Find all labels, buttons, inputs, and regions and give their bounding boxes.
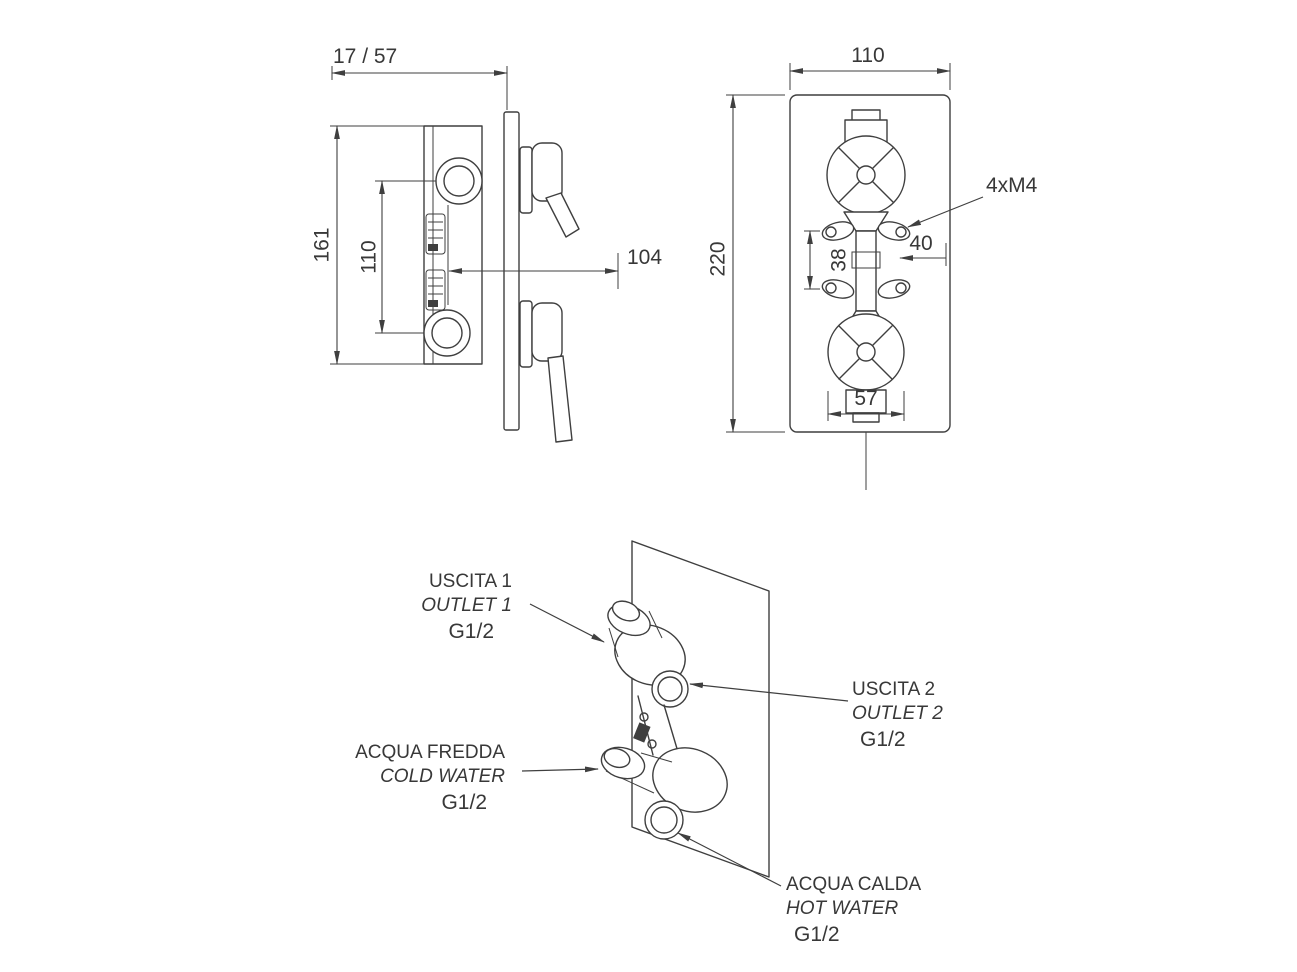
cold-water-label-it: ACQUA FREDDA <box>355 742 505 763</box>
side-view-dimensions: 17 / 57 161 110 104 <box>311 45 662 365</box>
dim-port-centers-label: 110 <box>358 240 381 273</box>
cartridge-top <box>425 213 446 255</box>
hot-inlet-port-inner <box>650 806 678 834</box>
dim-screw-spacing-label: 38 <box>828 248 851 271</box>
dim-plate-width-label: 110 <box>851 44 884 67</box>
cold-water-label-en: COLD WATER <box>380 766 505 787</box>
knob-bottom <box>827 313 905 423</box>
screw-ear-bottom-left <box>821 279 855 299</box>
dim-screw-offset-label: 40 <box>909 232 932 255</box>
dim-plate-height-label: 220 <box>707 241 730 276</box>
cartridge-bottom <box>425 269 446 311</box>
perspective-labels: USCITA 1 OUTLET 1 G1/2 USCITA 2 OUTLET 2… <box>355 571 943 946</box>
bottom-port-outer <box>423 309 471 357</box>
column-screw-1 <box>639 712 649 722</box>
screw-ear-bottom-right <box>877 279 911 299</box>
outlet1-port-inner <box>611 600 641 622</box>
cold-water-leader-line <box>521 766 599 773</box>
screw-ear-top-left <box>821 221 855 241</box>
column-edge-right <box>663 704 679 753</box>
outlet2-label-size: G1/2 <box>860 728 906 751</box>
dim-total-height-label: 161 <box>311 227 334 262</box>
hot-water-label: ACQUA CALDA HOT WATER G1/2 <box>786 874 921 946</box>
outlet1-label: USCITA 1 OUTLET 1 G1/2 <box>421 571 512 643</box>
body-column <box>855 230 877 312</box>
top-port-outer <box>435 157 483 205</box>
cold-water-label-size: G1/2 <box>441 791 487 814</box>
outlet2-leader-line <box>689 682 849 702</box>
front-view: 110 220 4xM4 38 40 57 <box>707 44 1038 490</box>
dim-body-width-label: 57 <box>854 387 877 410</box>
screw-ear-top-right <box>877 221 911 241</box>
wall-plate-front <box>789 94 951 433</box>
front-view-dimensions: 110 220 4xM4 38 40 57 <box>707 44 1038 433</box>
cold-water-label: ACQUA FREDDA COLD WATER G1/2 <box>355 742 505 814</box>
perspective-leaders <box>521 603 849 887</box>
column-label-plate <box>633 722 651 743</box>
screw-spec-label: 4xM4 <box>986 174 1038 197</box>
outlet2-port <box>651 670 689 708</box>
outlet1-label-it: USCITA 1 <box>429 571 512 592</box>
hot-water-label-it: ACQUA CALDA <box>786 874 921 895</box>
dim-offset-label: 17 / 57 <box>333 45 397 68</box>
outlet2-port-inner <box>657 676 683 702</box>
screw-leader-line <box>907 196 984 228</box>
upper-body-blob <box>614 624 686 686</box>
handle-top <box>519 142 580 238</box>
hot-water-label-en: HOT WATER <box>786 898 899 919</box>
outlet2-label: USCITA 2 OUTLET 2 G1/2 <box>852 679 943 751</box>
side-view: 17 / 57 161 110 104 <box>311 45 662 443</box>
outlet1-label-size: G1/2 <box>448 620 494 643</box>
cold-inlet-port-inner <box>603 747 631 769</box>
front-view-drawing <box>789 94 951 490</box>
side-view-drawing <box>423 111 580 443</box>
outlet1-label-en: OUTLET 1 <box>421 595 512 616</box>
perspective-view: USCITA 1 OUTLET 1 G1/2 USCITA 2 OUTLET 2… <box>355 540 943 946</box>
top-port-inner <box>443 165 475 197</box>
perspective-drawing <box>600 540 770 878</box>
hot-water-leader-line <box>677 832 782 887</box>
outlet2-label-it: USCITA 2 <box>852 679 935 700</box>
outlet1-leader-line <box>529 603 605 643</box>
handle-bottom <box>519 300 573 443</box>
column-screw-2 <box>647 739 657 749</box>
knob-top <box>826 109 906 215</box>
bottom-port-inner <box>431 317 463 349</box>
hot-water-label-size: G1/2 <box>794 923 840 946</box>
outlet2-label-en: OUTLET 2 <box>852 703 943 724</box>
body-column-detail <box>851 251 881 269</box>
dim-depth-label: 104 <box>627 246 662 269</box>
